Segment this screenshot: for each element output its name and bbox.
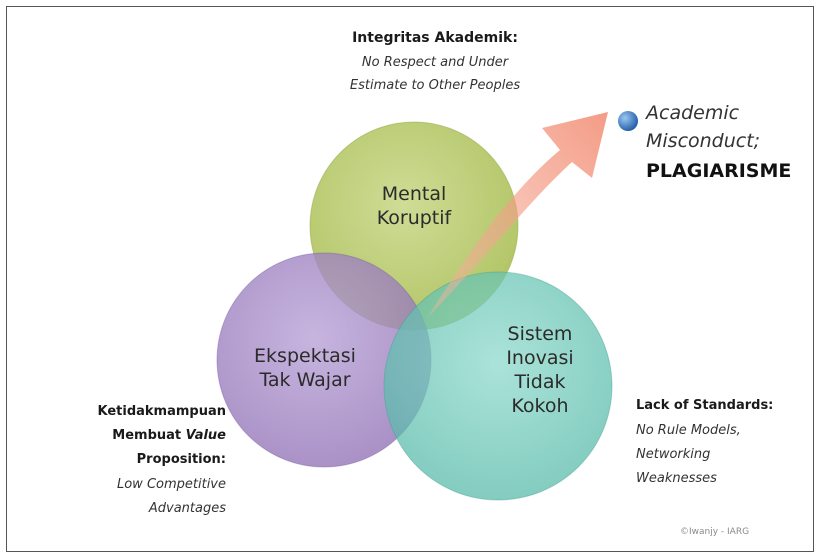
top-note-line1: No Respect and Under bbox=[361, 55, 509, 70]
circle-right bbox=[383, 271, 613, 501]
left-note-line1: Ketidakmampuan bbox=[97, 404, 226, 419]
left-note-line3: Proposition: bbox=[136, 452, 226, 467]
circle-right-label: Sistem Inovasi Tidak Kokoh bbox=[470, 322, 610, 418]
circle-left-label: Ekspektasi Tak Wajar bbox=[225, 344, 385, 392]
outcome-line3: PLAGIARISME bbox=[646, 160, 792, 182]
right-note-title: Lack of Standards: bbox=[636, 398, 774, 413]
left-note-line5: Advantages bbox=[148, 501, 226, 516]
top-note-title: Integritas Akademik: bbox=[352, 30, 518, 46]
circle-top-line1: Mental bbox=[381, 183, 447, 205]
top-note-line2: Estimate to Other Peoples bbox=[349, 78, 521, 93]
arrow-to-misconduct bbox=[427, 112, 608, 318]
left-note-line2: Membuat Value bbox=[20, 428, 226, 443]
left-note-line2-b: Value bbox=[185, 428, 226, 443]
circle-top-line2: Koruptif bbox=[376, 207, 452, 229]
globe-bullet-icon bbox=[618, 111, 638, 131]
outcome-line2: Misconduct; bbox=[646, 130, 761, 152]
outcome-line1: Academic bbox=[646, 102, 740, 124]
right-note-line1: No Rule Models, bbox=[636, 423, 741, 438]
circle-right-line1: Sistem bbox=[507, 323, 573, 345]
diagram-frame bbox=[6, 6, 814, 552]
left-note-line2-a: Membuat bbox=[112, 428, 186, 443]
circle-right-line2: Inovasi bbox=[506, 347, 574, 369]
circle-right-line4: Kokoh bbox=[511, 395, 569, 417]
right-note-line3: Weaknesses bbox=[636, 471, 717, 486]
circle-left-line2: Tak Wajar bbox=[259, 369, 351, 391]
left-note-line4: Low Competitive bbox=[116, 477, 226, 492]
circle-top-label: Mental Koruptif bbox=[344, 182, 484, 230]
circle-right-line3: Tidak bbox=[514, 371, 566, 393]
copyright-footer: ©Iwanjy - IARG bbox=[680, 527, 750, 537]
right-note-line2: Networking bbox=[636, 447, 711, 462]
circle-left-line1: Ekspektasi bbox=[254, 345, 356, 367]
